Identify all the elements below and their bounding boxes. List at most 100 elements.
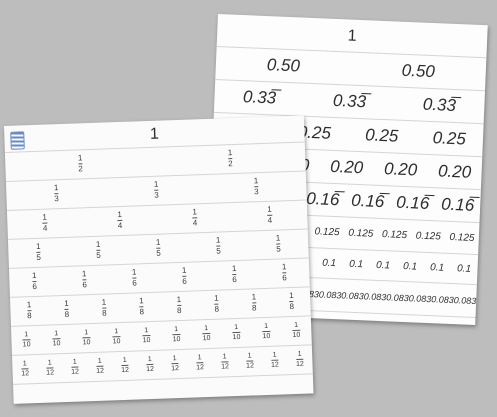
fraction-numerator: 1 — [148, 356, 152, 363]
fraction-denominator: 3 — [254, 188, 259, 196]
fraction-numerator: 1 — [84, 329, 88, 336]
fraction-denominator: 12 — [296, 361, 304, 368]
decimal-value: 0.1 — [369, 250, 397, 281]
decimal-value: 0.083 — [386, 280, 410, 314]
fraction-numerator: 1 — [73, 359, 77, 366]
fraction-denominator: 8 — [177, 307, 182, 315]
fraction-denominator: 10 — [143, 337, 151, 344]
fraction-numerator: 1 — [198, 354, 202, 361]
fraction-denominator: 12 — [196, 364, 204, 371]
decimal-value: 0.20 — [373, 152, 428, 187]
fraction-numerator: 1 — [54, 330, 58, 337]
decimal-value: 0.33̅ — [214, 79, 305, 116]
fraction-numerator: 1 — [78, 154, 83, 162]
decimal-value: 0.33̅ — [394, 86, 485, 123]
fraction-denominator: 8 — [252, 304, 257, 312]
decimal-value: 0.25 — [415, 120, 484, 156]
fraction-denominator: 10 — [113, 338, 121, 345]
decimal-value: 0.125 — [310, 215, 345, 248]
decimal-value: 0.1 — [315, 247, 343, 278]
fraction-numerator: 1 — [36, 243, 41, 251]
fraction-numerator: 1 — [294, 322, 298, 329]
fraction-numerator: 1 — [42, 214, 47, 222]
fraction-denominator: 10 — [83, 339, 91, 346]
fraction-numerator: 1 — [27, 301, 32, 309]
fraction-numerator: 1 — [298, 351, 302, 358]
fraction-numerator: 1 — [144, 327, 148, 334]
decimal-value: 0.125 — [411, 219, 446, 252]
fraction-denominator: 12 — [121, 367, 129, 374]
fraction-denominator: 5 — [36, 254, 41, 262]
fraction-numerator: 1 — [156, 239, 161, 247]
decimal-value: 0.083 — [318, 277, 342, 311]
fraction-numerator: 1 — [64, 300, 69, 308]
fraction-denominator: 12 — [21, 370, 29, 377]
decimal-value: 0.083 — [431, 282, 455, 316]
fraction-denominator: 12 — [246, 362, 254, 369]
decimal-value: 0.50 — [215, 46, 351, 85]
fraction-denominator: 5 — [96, 252, 101, 260]
fraction-numerator: 1 — [216, 237, 221, 245]
fraction-numerator: 1 — [96, 241, 101, 249]
fraction-denominator: 6 — [232, 276, 237, 284]
decimal-value: 0.125 — [377, 218, 412, 251]
fraction-denominator: 8 — [289, 303, 294, 311]
fraction-denominator: 12 — [96, 368, 104, 375]
fraction-numerator: 1 — [228, 149, 233, 157]
fraction-denominator: 4 — [43, 225, 48, 233]
decimal-value: 0.16̅ — [435, 187, 481, 222]
fraction-denominator: 6 — [82, 281, 87, 289]
fraction-denominator: 8 — [65, 311, 70, 319]
fraction-numerator: 1 — [232, 265, 237, 273]
fraction-numerator: 1 — [254, 177, 259, 185]
fraction-numerator: 1 — [24, 331, 28, 338]
fraction-numerator: 1 — [173, 355, 177, 362]
fraction-numerator: 1 — [114, 328, 118, 335]
fraction-denominator: 5 — [156, 250, 161, 258]
fraction-numerator: 1 — [123, 357, 127, 364]
fraction-denominator: 10 — [173, 336, 181, 343]
fraction-denominator: 8 — [102, 310, 107, 318]
